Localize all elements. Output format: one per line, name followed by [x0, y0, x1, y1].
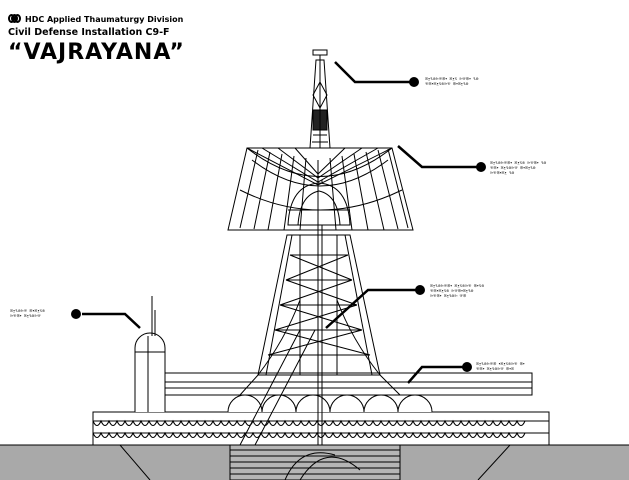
base-dome-row — [159, 372, 533, 413]
callout-marker-tower — [415, 285, 425, 295]
callout-text-tower-1: ꕤꔸꕦꕕꔻꕢꕥꔷ ꕤꔸꕦꕕꔻꕢ ꕥꔷꕦꕕ — [430, 284, 484, 288]
callout-text-antenna-1: ꕤꔸꕦꕕꔻꕢꕥꔷ ꕤꔸꕦ ꔻꕢꕥꔷ ꕦꕕ — [425, 77, 479, 81]
installation-name: Civil Defense Installation C9-F — [8, 27, 170, 38]
central-tower — [239, 180, 381, 446]
callout-text-silo-2: ꔻꕢꕥꔷ ꕤꔸꕦꕕꔻꕢ — [10, 314, 41, 318]
callout-marker-base — [462, 362, 472, 372]
callout-text-base-1: ꕤꔸꕦꕕꔻꕢꕥ ꔷꕤꔸꕦꕕꔻꕢ ꕥꔷ — [476, 362, 525, 366]
foundation-platform — [92, 411, 550, 446]
callout-text-tower-3: ꔻꕢꕥꔷ ꕤꔸꕦꕕꔻ ꕢꕥ — [430, 294, 467, 298]
callout-marker-dish — [476, 162, 486, 172]
installation-codename: “VAJRAYANA” — [8, 40, 185, 65]
antenna-mast — [309, 49, 331, 149]
leader-lines — [82, 61, 477, 384]
left-silo — [134, 296, 166, 412]
callout-text-antenna-2: ꕢꕥꔷꕤꔸꕦꕕꔻꕢ ꕥꔷꕤꔸꕦꕕ — [425, 82, 469, 86]
underground-shaft — [119, 444, 511, 480]
callout-text-tower-2: ꕢꕥꔷꕤꔸꕦꕕ ꔻꕢꕥꔷꕤꔸꕦꕕ — [430, 289, 474, 293]
dish-dome — [287, 182, 351, 226]
triple-arc-logo-icon — [8, 14, 21, 25]
callout-text-dish-2: ꕢꕥꔷ ꕤꔸꕦꕕꔻꕢ ꕥꔷꕤꔸꕦꕕ — [490, 166, 536, 170]
callout-text-silo-1: ꕤꔸꕦꕕꔻꕢ ꕥꔷꕤꔸꕦꕕ — [10, 309, 45, 313]
division-header: HDC Applied Thaumaturgy Division — [8, 14, 183, 25]
callout-marker-silo — [71, 309, 81, 319]
parabolic-dish — [227, 147, 414, 231]
callout-text-base-2: ꕢꕥꔷ ꕤꔸꕦꕕꔻꕢ ꕥꔷꕤ — [476, 367, 514, 371]
callout-text-dish-1: ꕤꔸꕦꕕꔻꕢꕥꔷ ꕤꔸꕦꕕ ꔻꕢꕥꔷ ꕦꕕ — [490, 161, 547, 165]
callout-marker-antenna — [409, 77, 419, 87]
division-name: HDC Applied Thaumaturgy Division — [25, 15, 184, 24]
callout-text-dish-3: ꔻꕢꕥꔷꕤꔸ ꕦꕕ — [490, 171, 515, 175]
